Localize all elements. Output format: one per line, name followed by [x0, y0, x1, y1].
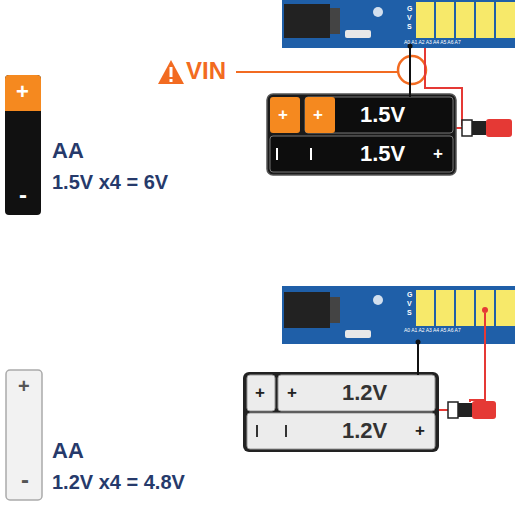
battery-text: 1.2V [342, 420, 387, 442]
aa-battery [5, 75, 41, 215]
battery-text: 1.5V [360, 143, 405, 165]
pin-label: A0 A1 A2 A3 A4 A5 A6 A7 [404, 328, 461, 333]
minus-mark [276, 148, 278, 160]
pin-callout: VIN [186, 59, 226, 83]
pin-label: S [407, 23, 412, 30]
pin-label: A0 A1 A2 A3 A4 A5 A6 A7 [404, 40, 461, 45]
highlight-circle [398, 56, 426, 84]
battery-cell: + +1.2V [247, 375, 435, 411]
board [282, 0, 515, 48]
circuit-board: GVS A0 A1 A2 A3 A4 A5 A6 A7 [282, 0, 515, 48]
minus-mark [285, 425, 287, 437]
leader-line [236, 71, 398, 73]
minus-mark [256, 425, 258, 437]
battery-label: 1.5V x4 = 6V [52, 172, 168, 192]
component [345, 330, 371, 338]
battery-label: AA [52, 440, 84, 462]
board [282, 286, 515, 344]
red-wire [470, 313, 485, 402]
black-wire [417, 344, 419, 375]
battery-cell [305, 97, 453, 133]
battery-text: + [433, 145, 443, 162]
pin-label: V [407, 300, 412, 307]
pin [482, 307, 488, 313]
battery-cell [278, 375, 435, 411]
battery-cap [270, 97, 300, 133]
header [416, 290, 515, 326]
battery-cell [247, 413, 435, 449]
pin [416, 340, 421, 345]
warning-icon [170, 79, 173, 82]
battery-cell [270, 136, 453, 172]
battery-text: + [278, 106, 288, 123]
battery-text: 1.2V [342, 382, 387, 404]
header [416, 2, 515, 38]
pin-label: S [407, 309, 412, 316]
aa-battery [6, 370, 42, 500]
connector-plug [472, 401, 496, 419]
switch [462, 120, 472, 136]
battery-text: + [313, 106, 323, 123]
pin-label: V [407, 14, 412, 21]
switch [472, 121, 486, 135]
warning-icon [170, 67, 173, 77]
connector-plug [486, 119, 512, 137]
battery-text: + [415, 422, 425, 439]
battery-cell: + +1.5V [270, 97, 453, 133]
warning-icon [158, 60, 184, 84]
aa-battery: +- [5, 75, 41, 215]
switch [448, 402, 458, 418]
black-wire [409, 48, 411, 97]
battery-text: + [255, 384, 265, 401]
circuit-board: GVS A0 A1 A2 A3 A4 A5 A6 A7 [282, 286, 515, 344]
power-jack [284, 4, 330, 38]
battery-holder [267, 94, 456, 175]
battery-cell: 1.5V + [270, 136, 453, 172]
battery-label: 1.2V x4 = 4.8V [52, 472, 185, 492]
power-jack [330, 8, 340, 34]
battery-cell: 1.2V + [247, 413, 435, 449]
battery-text: - [21, 468, 29, 492]
power-jack [284, 292, 330, 328]
aa-battery: +- [6, 370, 42, 500]
battery-text: + [18, 376, 30, 396]
battery-cap [305, 97, 335, 133]
aa-battery [5, 75, 41, 111]
battery-text: + [16, 81, 29, 103]
pin-label: G [407, 291, 412, 298]
battery-cell [247, 375, 275, 411]
minus-mark [310, 148, 312, 160]
battery-text: + [287, 384, 297, 401]
component [345, 30, 371, 38]
battery-text: - [19, 183, 27, 207]
switch [458, 403, 472, 417]
component [373, 7, 383, 17]
battery-text: 1.5V [360, 104, 405, 126]
battery-holder [243, 372, 439, 452]
power-jack [330, 297, 340, 323]
component [373, 295, 383, 305]
battery-label: AA [52, 140, 84, 162]
pin-label: G [407, 5, 412, 12]
